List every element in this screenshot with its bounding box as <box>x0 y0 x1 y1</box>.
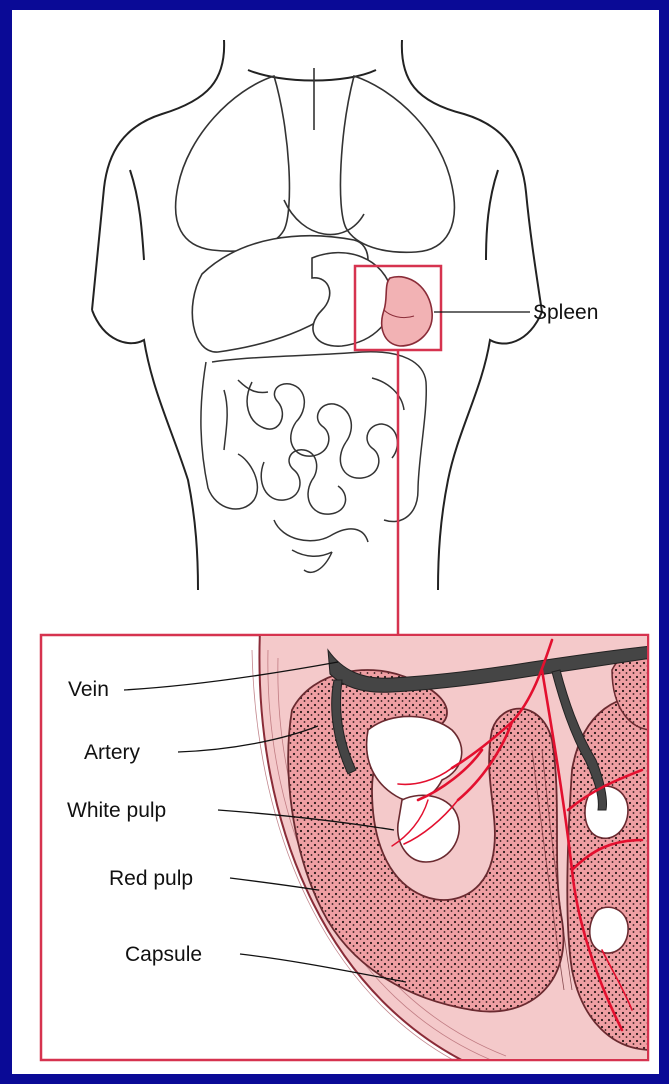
artery-label: Artery <box>84 741 141 764</box>
spleen-label: Spleen <box>533 301 598 324</box>
capsule-label: Capsule <box>125 943 202 966</box>
diagram-canvas: Spleen <box>12 10 659 1074</box>
spleen-diagram: Spleen <box>12 10 659 1074</box>
lungs <box>176 68 455 252</box>
vein-label: Vein <box>68 678 109 701</box>
white-pulp-label: White pulp <box>67 799 166 822</box>
intestines <box>201 352 426 572</box>
red-pulp-label: Red pulp <box>109 867 193 890</box>
spleen-organ <box>382 277 432 346</box>
